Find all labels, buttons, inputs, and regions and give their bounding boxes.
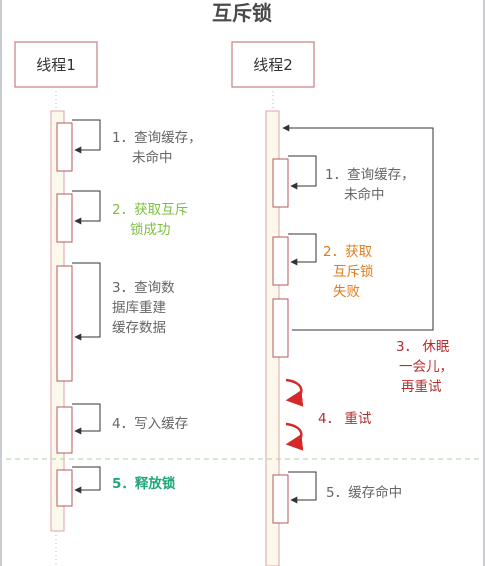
diagram-title: 互斥锁: [212, 1, 272, 25]
actor-thread1-label: 线程1: [36, 56, 76, 74]
t1-step3-activation: [56, 262, 101, 382]
retry-curl-icon-1: [285, 378, 304, 407]
t1-step1-label: 1．查询缓存， 未命中: [112, 130, 206, 166]
t1-step3-label: 3．查询数 据库重建 缓存数据: [112, 280, 179, 336]
t2-retry-loop-arrow: [282, 124, 434, 331]
right-frame-edge: [483, 0, 485, 566]
t2-step5-activation: [272, 471, 317, 524]
t2-step5-label: 5．缓存命中: [326, 484, 402, 501]
t2-step3-activation: [272, 298, 289, 358]
t1-step4-activation: [56, 403, 101, 454]
actor-thread2: 线程2: [231, 41, 315, 88]
t1-step5-activation: [56, 466, 101, 507]
t1-step2-activation: [56, 190, 101, 243]
left-frame-edge: [0, 0, 2, 566]
t1-step4-label: 4．写入缓存: [112, 416, 188, 432]
actor-thread2-label: 线程2: [253, 56, 293, 74]
t2-step3-label: 3． 休眠 一会儿， 再重试: [396, 339, 457, 395]
t2-step2-label: 2．获取 互斥锁 失败: [323, 244, 378, 300]
t2-step4-label: 4． 重试: [318, 411, 372, 427]
retry-curl-icon-2: [285, 422, 304, 451]
t2-step1-activation: [272, 155, 317, 208]
t1-step2-label: 2．获取互斥 锁成功: [112, 202, 192, 238]
t1-step5-label: 5．释放锁: [112, 475, 176, 492]
t2-step1-label: 1．查询缓存， 未命中: [325, 167, 419, 203]
t1-step1-activation: [56, 119, 101, 172]
actor-thread1: 线程1: [14, 41, 98, 88]
t2-step2-activation: [272, 233, 317, 286]
